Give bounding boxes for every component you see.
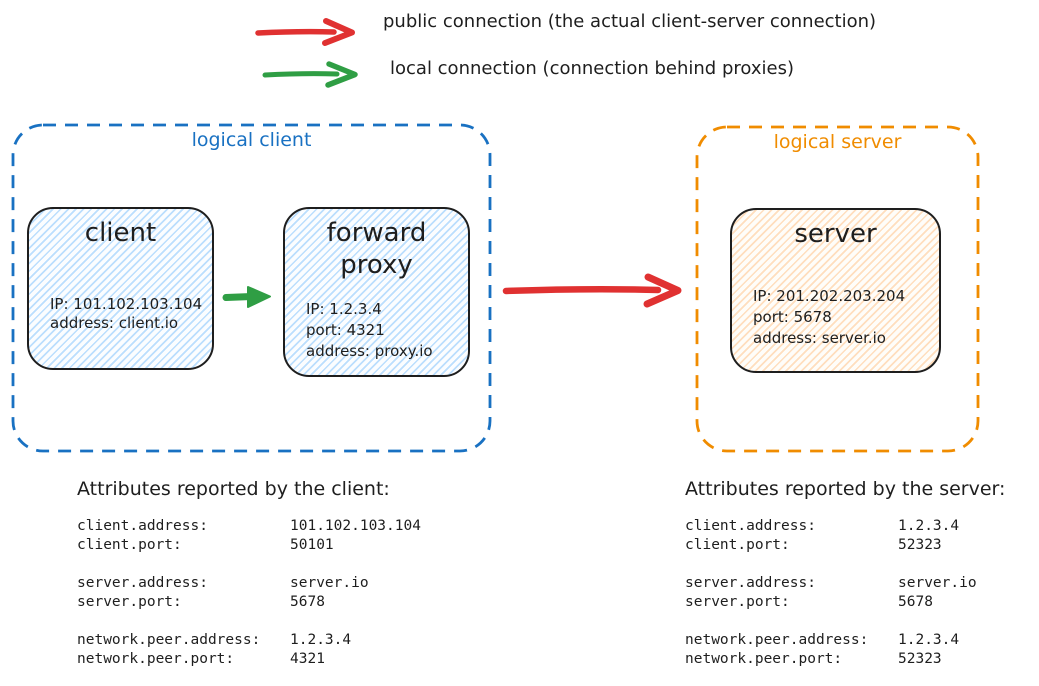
attr-row: client.address: 1.2.3.4 <box>685 517 1005 536</box>
attr-key: network.peer.port: <box>685 651 843 667</box>
attr-value: 50101 <box>290 537 334 553</box>
client-attr-group-server: server.address: server.io server.port: 5… <box>77 574 421 612</box>
logical-server-boundary <box>695 125 980 453</box>
server-node-title-text: server <box>794 219 877 249</box>
logical-client-boundary <box>11 123 492 453</box>
attr-key: server.port: <box>685 594 790 610</box>
attr-value: 101.102.103.104 <box>290 518 421 534</box>
attr-key: network.peer.address: <box>77 632 261 648</box>
attr-key: network.peer.address: <box>685 632 869 648</box>
attr-key: client.address: <box>685 518 816 534</box>
server-ip: IP: 201.202.203.204 <box>753 287 906 305</box>
client-attributes-section: Attributes reported by the client: clien… <box>77 478 421 686</box>
server-attr-group-server: server.address: server.io server.port: 5… <box>685 574 1005 612</box>
client-address: address: client.io <box>50 314 179 332</box>
server-attr-group-network: network.peer.address: 1.2.3.4 network.pe… <box>685 631 1005 669</box>
client-node-info: IP: 101.102.103.104 address: client.io <box>50 295 206 333</box>
client-node-title-text: client <box>84 218 157 248</box>
attr-value: 4321 <box>290 651 325 667</box>
forward-proxy-node-info: IP: 1.2.3.4 port: 4321 address: proxy.io <box>306 299 462 362</box>
client-attr-group-client: client.address: 101.102.103.104 client.p… <box>77 517 421 555</box>
client-node: client IP: 101.102.103.104 address: clie… <box>27 207 214 370</box>
attr-key: server.port: <box>77 594 182 610</box>
server-address: address: server.io <box>753 329 886 347</box>
server-node: server IP: 201.202.203.204 port: 5678 ad… <box>730 208 941 373</box>
attr-row: client.address: 101.102.103.104 <box>77 517 421 536</box>
local-connection-arrow-icon <box>262 61 358 88</box>
public-connection-arrow-icon <box>255 18 355 46</box>
attr-key: client.address: <box>77 518 208 534</box>
public-connection-label: public connection (the actual client-ser… <box>383 11 877 32</box>
attr-key: client.port: <box>77 537 182 553</box>
local-connection-label: local connection (connection behind prox… <box>390 58 794 79</box>
client-to-proxy-arrow-icon <box>222 286 271 308</box>
forward-proxy-node-title-text: forward proxy <box>326 218 427 280</box>
client-node-title: client <box>29 217 212 249</box>
client-attr-group-network: network.peer.address: 1.2.3.4 network.pe… <box>77 631 421 669</box>
attr-key: server.address: <box>77 575 208 591</box>
client-ip: IP: 101.102.103.104 <box>50 295 203 313</box>
attr-value: 1.2.3.4 <box>898 518 960 534</box>
attr-value: server.io <box>290 575 369 591</box>
proxy-to-server-arrow-icon <box>502 273 682 308</box>
attr-key: server.address: <box>685 575 816 591</box>
attr-row: client.port: 50101 <box>77 536 421 555</box>
forward-proxy-node-title: forward proxy <box>285 217 468 281</box>
attr-key: client.port: <box>685 537 790 553</box>
attr-value: 52323 <box>898 537 942 553</box>
server-port: port: 5678 <box>753 308 832 326</box>
server-attributes-section: Attributes reported by the server: clien… <box>685 478 1005 686</box>
attr-row: server.port: 5678 <box>685 593 1005 612</box>
server-node-title: server <box>732 218 939 250</box>
logical-client-label: logical client <box>191 129 312 151</box>
logical-server-label: logical server <box>773 131 902 153</box>
attr-value: 1.2.3.4 <box>898 632 960 648</box>
forward-proxy-node: forward proxy IP: 1.2.3.4 port: 4321 add… <box>283 207 470 377</box>
server-attributes-heading: Attributes reported by the server: <box>685 478 1006 500</box>
server-attr-group-client: client.address: 1.2.3.4 client.port: 523… <box>685 517 1005 555</box>
attr-value: 5678 <box>898 594 933 610</box>
attr-row: server.address: server.io <box>685 574 1005 593</box>
server-node-info: IP: 201.202.203.204 port: 5678 address: … <box>753 286 933 349</box>
attr-row: client.port: 52323 <box>685 536 1005 555</box>
proxy-ip: IP: 1.2.3.4 <box>306 300 382 318</box>
proxy-port: port: 4321 <box>306 321 385 339</box>
attr-value: 5678 <box>290 594 325 610</box>
attr-value: server.io <box>898 575 977 591</box>
attr-row: server.port: 5678 <box>77 593 421 612</box>
attr-row: network.peer.port: 4321 <box>77 650 421 669</box>
proxy-address: address: proxy.io <box>306 342 433 360</box>
attr-key: network.peer.port: <box>77 651 235 667</box>
attr-row: network.peer.address: 1.2.3.4 <box>685 631 1005 650</box>
attr-row: network.peer.port: 52323 <box>685 650 1005 669</box>
attr-row: network.peer.address: 1.2.3.4 <box>77 631 421 650</box>
attr-value: 1.2.3.4 <box>290 632 352 648</box>
attr-value: 52323 <box>898 651 942 667</box>
client-attributes-heading: Attributes reported by the client: <box>77 478 390 500</box>
attr-row: server.address: server.io <box>77 574 421 593</box>
